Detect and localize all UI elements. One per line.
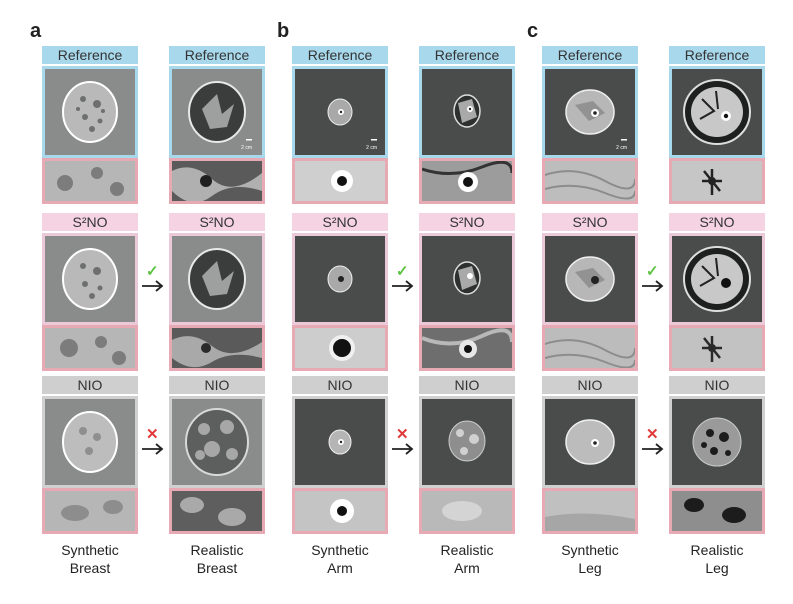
nio-label: NIO: [669, 376, 765, 394]
panel-letter-a: a: [30, 20, 42, 42]
reference-image: 2 cm: [542, 66, 638, 158]
arrow-right-icon: [142, 280, 164, 292]
s2no-label: S²NO: [669, 213, 765, 231]
s2no-zoom-image: [292, 325, 388, 371]
reference-image: 2 cm: [292, 66, 388, 158]
reference-label: Reference: [419, 46, 515, 64]
scale-bar-label: 2 cm: [241, 145, 252, 151]
nio-image: [542, 396, 638, 488]
s2no-label: S²NO: [169, 213, 265, 231]
reference-image: [42, 66, 138, 158]
caption-realistic-breast: Realistic Breast: [152, 541, 282, 577]
caption-line-2: Arm: [327, 560, 353, 576]
reference-label: Reference: [542, 46, 638, 64]
s2no-zoom-image: [669, 325, 765, 371]
success-check-icon: ✓: [646, 263, 659, 280]
reference-zoom-image: [542, 158, 638, 204]
s2no-label: S²NO: [419, 213, 515, 231]
scale-bar-label: 2 cm: [366, 145, 377, 151]
caption-line-2: Arm: [454, 560, 480, 576]
reference-zoom-image: [669, 158, 765, 204]
caption-line-1: Realistic: [690, 542, 744, 558]
reference-image: [419, 66, 515, 158]
caption-realistic-arm: Realistic Arm: [402, 541, 532, 577]
caption-line-1: Synthetic: [311, 542, 369, 558]
scale-bar-label: 2 cm: [616, 145, 627, 151]
s2no-zoom-image: [542, 325, 638, 371]
reference-zoom-image: [169, 158, 265, 204]
panel-letter-c: c: [527, 20, 539, 42]
nio-zoom-image: [42, 488, 138, 534]
nio-image: [292, 396, 388, 488]
failure-cross-icon: ✕: [396, 426, 409, 443]
nio-image: [42, 396, 138, 488]
s2no-image: [169, 233, 265, 325]
reference-label: Reference: [292, 46, 388, 64]
caption-line-2: Leg: [578, 560, 602, 576]
reference-image: 2 cm: [169, 66, 265, 158]
s2no-image: [669, 233, 765, 325]
s2no-label: S²NO: [42, 213, 138, 231]
s2no-label: S²NO: [292, 213, 388, 231]
nio-label: NIO: [42, 376, 138, 394]
nio-label: NIO: [292, 376, 388, 394]
nio-label: NIO: [169, 376, 265, 394]
arrow-right-icon: [642, 443, 664, 455]
failure-cross-icon: ✕: [146, 426, 159, 443]
s2no-zoom-image: [42, 325, 138, 371]
nio-image: [669, 396, 765, 488]
caption-line-1: Synthetic: [61, 542, 119, 558]
nio-image: [169, 396, 265, 488]
caption-synthetic-leg: Synthetic Leg: [525, 541, 655, 577]
failure-cross-icon: ✕: [646, 426, 659, 443]
nio-zoom-image: [292, 488, 388, 534]
nio-zoom-image: [169, 488, 265, 534]
s2no-image: [542, 233, 638, 325]
nio-zoom-image: [419, 488, 515, 534]
success-check-icon: ✓: [396, 263, 409, 280]
nio-label: NIO: [419, 376, 515, 394]
caption-synthetic-breast: Synthetic Breast: [25, 541, 155, 577]
s2no-image: [42, 233, 138, 325]
s2no-label: S²NO: [542, 213, 638, 231]
caption-line-2: Leg: [705, 560, 729, 576]
caption-line-1: Realistic: [190, 542, 244, 558]
reference-label: Reference: [169, 46, 265, 64]
arrow-right-icon: [392, 280, 414, 292]
caption-line-2: Breast: [196, 560, 238, 576]
nio-zoom-image: [669, 488, 765, 534]
reference-zoom-image: [292, 158, 388, 204]
reference-zoom-image: [42, 158, 138, 204]
s2no-image: [419, 233, 515, 325]
arrow-right-icon: [142, 443, 164, 455]
caption-line-1: Realistic: [440, 542, 494, 558]
reference-label: Reference: [669, 46, 765, 64]
s2no-image: [292, 233, 388, 325]
reference-image: [669, 66, 765, 158]
caption-line-1: Synthetic: [561, 542, 619, 558]
panel-letter-b: b: [277, 20, 290, 42]
success-check-icon: ✓: [146, 263, 159, 280]
s2no-zoom-image: [419, 325, 515, 371]
caption-line-2: Breast: [69, 560, 111, 576]
nio-label: NIO: [542, 376, 638, 394]
nio-zoom-image: [542, 488, 638, 534]
nio-image: [419, 396, 515, 488]
caption-synthetic-arm: Synthetic Arm: [275, 541, 405, 577]
reference-zoom-image: [419, 158, 515, 204]
reference-label: Reference: [42, 46, 138, 64]
s2no-zoom-image: [169, 325, 265, 371]
arrow-right-icon: [392, 443, 414, 455]
arrow-right-icon: [642, 280, 664, 292]
caption-realistic-leg: Realistic Leg: [652, 541, 782, 577]
